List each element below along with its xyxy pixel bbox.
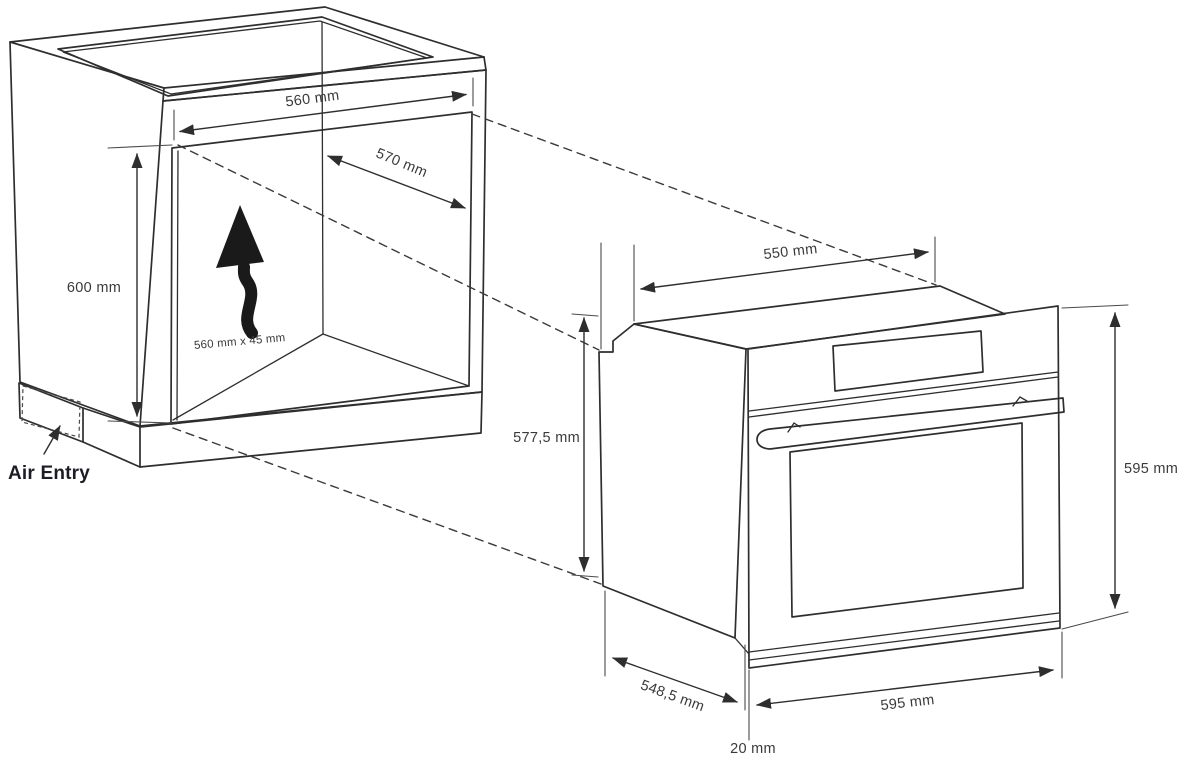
projection-line-bottom	[172, 427, 602, 585]
dim-oven-front-width-ext	[748, 631, 1063, 741]
dim-cabinet-height: 600 mm	[67, 144, 173, 424]
dim-oven-front-height: 595 mm	[1061, 304, 1178, 630]
oven-left-face	[598, 323, 747, 639]
cabinet-opening-left-reveal	[176, 150, 179, 421]
airflow-arrow-stem	[237, 261, 258, 339]
oven-handle-right-mount	[1012, 396, 1028, 407]
dim-oven-body-depth: 548,5 mm	[604, 590, 746, 715]
oven-front-height-label: 595 mm	[1124, 461, 1178, 477]
dim-oven-front-width: 595 mm	[748, 631, 1063, 741]
air-entry-label: Air Entry	[8, 463, 90, 484]
dim-cabinet-width: 560 mm	[173, 77, 474, 141]
plinth-front-face	[139, 391, 483, 468]
cabinet-drawing	[9, 6, 487, 468]
cabinet-worktop-face	[9, 6, 485, 89]
oven-front-panel	[747, 305, 1061, 669]
dim-oven-top-depth-line	[640, 248, 929, 293]
oven-door-handle	[756, 397, 1065, 450]
oven-control-band-trim	[748, 371, 1059, 418]
projection-line-middle	[177, 144, 600, 351]
cabinet-interior-corner-edge	[321, 21, 324, 335]
air-entry-callout: Air Entry	[8, 425, 90, 484]
dim-oven-body-depth-line	[612, 657, 738, 703]
oven-handle-left-mount	[787, 422, 801, 433]
dim-cabinet-width-line	[179, 90, 467, 136]
dim-cabinet-depth: 570 mm	[327, 146, 466, 209]
cabinet-interior-floor-back-edge	[322, 333, 470, 387]
vent-cutout-label: 560 mm x 45 mm	[194, 332, 286, 352]
cabinet-width-label: 560 mm	[285, 88, 341, 111]
cabinet-left-side-panel	[9, 41, 141, 427]
air-entry-vent-outline	[21, 385, 81, 438]
dim-oven-body-depth-ext	[604, 590, 746, 711]
oven-door-bottom-trim	[748, 612, 1060, 661]
dim-cabinet-height-ext	[107, 144, 173, 424]
oven-front-protrusion-label: 20 mm	[730, 741, 776, 757]
oven-display-window	[832, 330, 984, 392]
dim-cabinet-width-ext	[173, 77, 474, 141]
oven-front-width-label: 595 mm	[880, 692, 936, 714]
cabinet-height-label: 600 mm	[67, 280, 121, 296]
dim-oven-front-width-line	[756, 666, 1054, 709]
projection-lines	[172, 113, 937, 585]
oven-body-height-label: 577,5 mm	[513, 430, 580, 446]
dim-oven-front-height-ext	[1061, 304, 1129, 630]
cabinet-cutout-outer-rim	[57, 16, 434, 97]
airflow-arrow-head	[216, 205, 264, 268]
cabinet-cutout-inner-rim	[62, 20, 428, 95]
dim-oven-top-depth: 550 mm	[600, 236, 936, 350]
oven-body-depth-label: 548,5 mm	[638, 677, 706, 715]
oven-drawing	[598, 285, 1065, 669]
oven-door-window	[789, 422, 1024, 618]
plinth-left-face	[18, 382, 84, 443]
dimensions: 560 mm 570 mm 600 mm 560 mm x 45 mm Air …	[8, 77, 1178, 757]
plinth-front-left-edges	[82, 407, 141, 468]
cabinet-front-face	[139, 69, 487, 427]
cabinet-opening	[170, 111, 473, 425]
oven-body-panel-junction	[734, 637, 750, 655]
air-entry-arrow	[43, 425, 61, 455]
cabinet-interior-floor-left-edge	[172, 333, 324, 421]
dim-oven-body-height-ext	[571, 313, 599, 578]
dim-oven-body-height: 577,5 mm	[513, 313, 599, 578]
dim-oven-top-depth-ext	[600, 236, 936, 350]
dim-cabinet-depth-line	[327, 155, 466, 209]
oven-top-depth-label: 550 mm	[763, 241, 819, 263]
